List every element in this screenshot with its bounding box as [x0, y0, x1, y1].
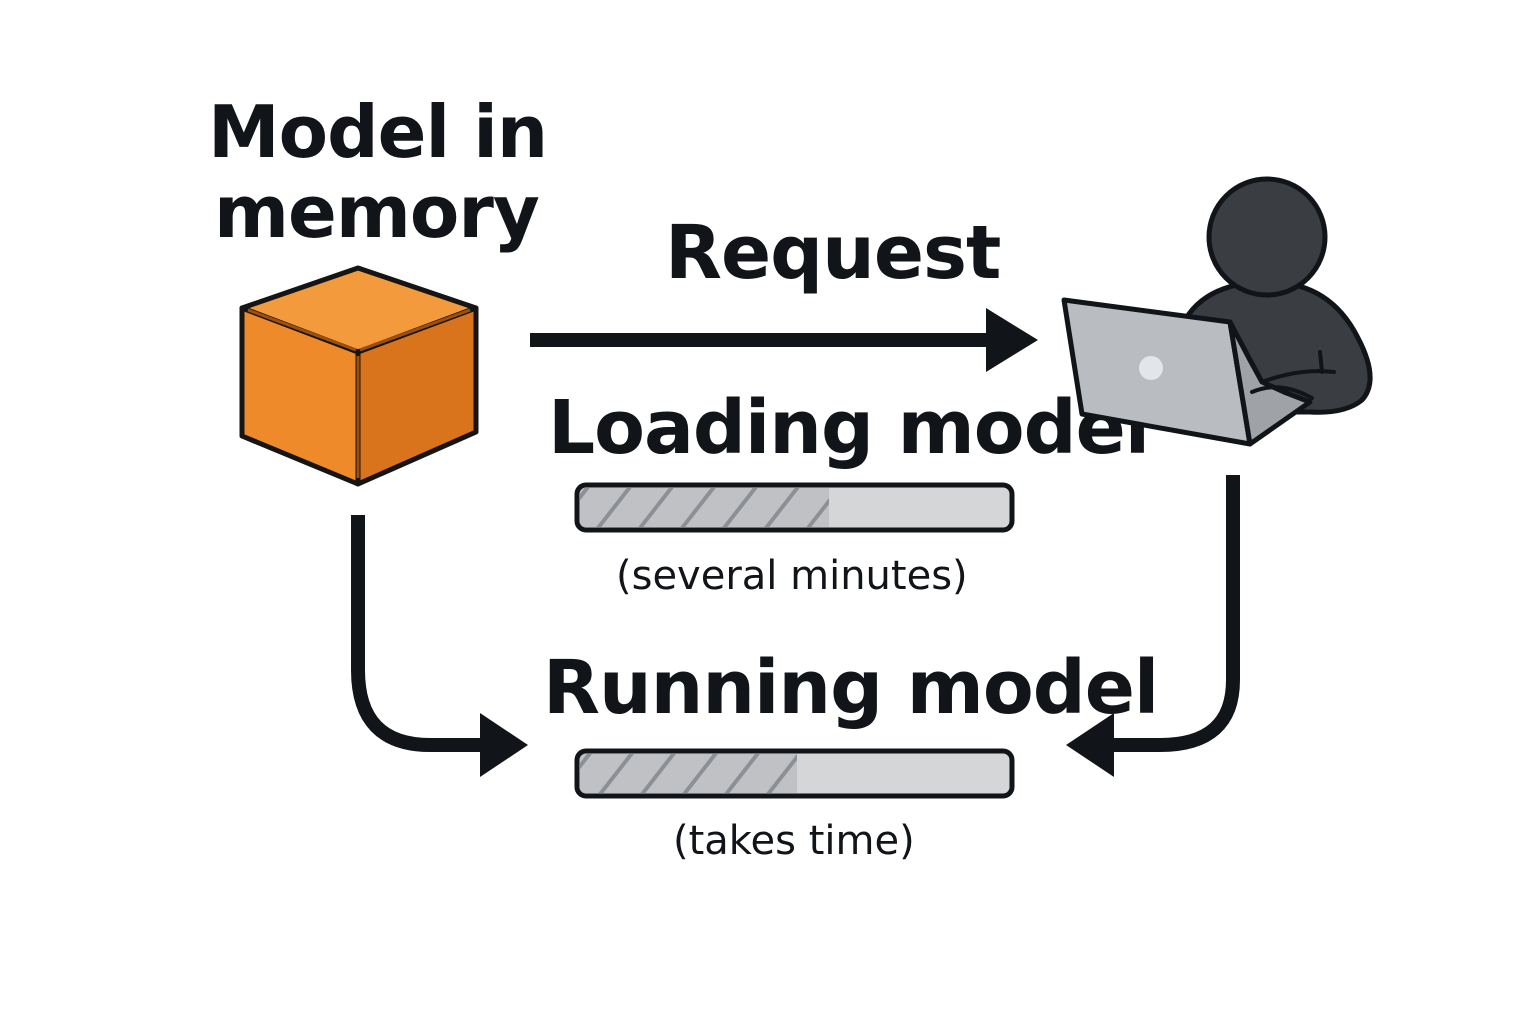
request-label: Request [665, 210, 1001, 296]
cube-icon [239, 265, 479, 487]
cube-to-running-arrow [351, 515, 528, 777]
running-model-label: Running model [543, 645, 1159, 731]
model-label-line2: memory [214, 170, 540, 254]
user-to-running-arrow [1066, 475, 1240, 777]
user-with-laptop-icon [1061, 176, 1373, 447]
loading-model-label: Loading model [548, 385, 1150, 471]
running-progress-bar [574, 748, 1015, 799]
running-duration-note: (takes time) [673, 818, 915, 864]
loading-progress-bar [574, 482, 1015, 533]
model-label-line1: Model in [208, 90, 548, 174]
request-arrow [530, 308, 1038, 372]
model-in-memory-label: Model in memory [208, 90, 548, 254]
loading-progress-fill [580, 488, 829, 527]
running-progress-fill [580, 754, 797, 793]
loading-duration-note: (several minutes) [616, 553, 968, 599]
